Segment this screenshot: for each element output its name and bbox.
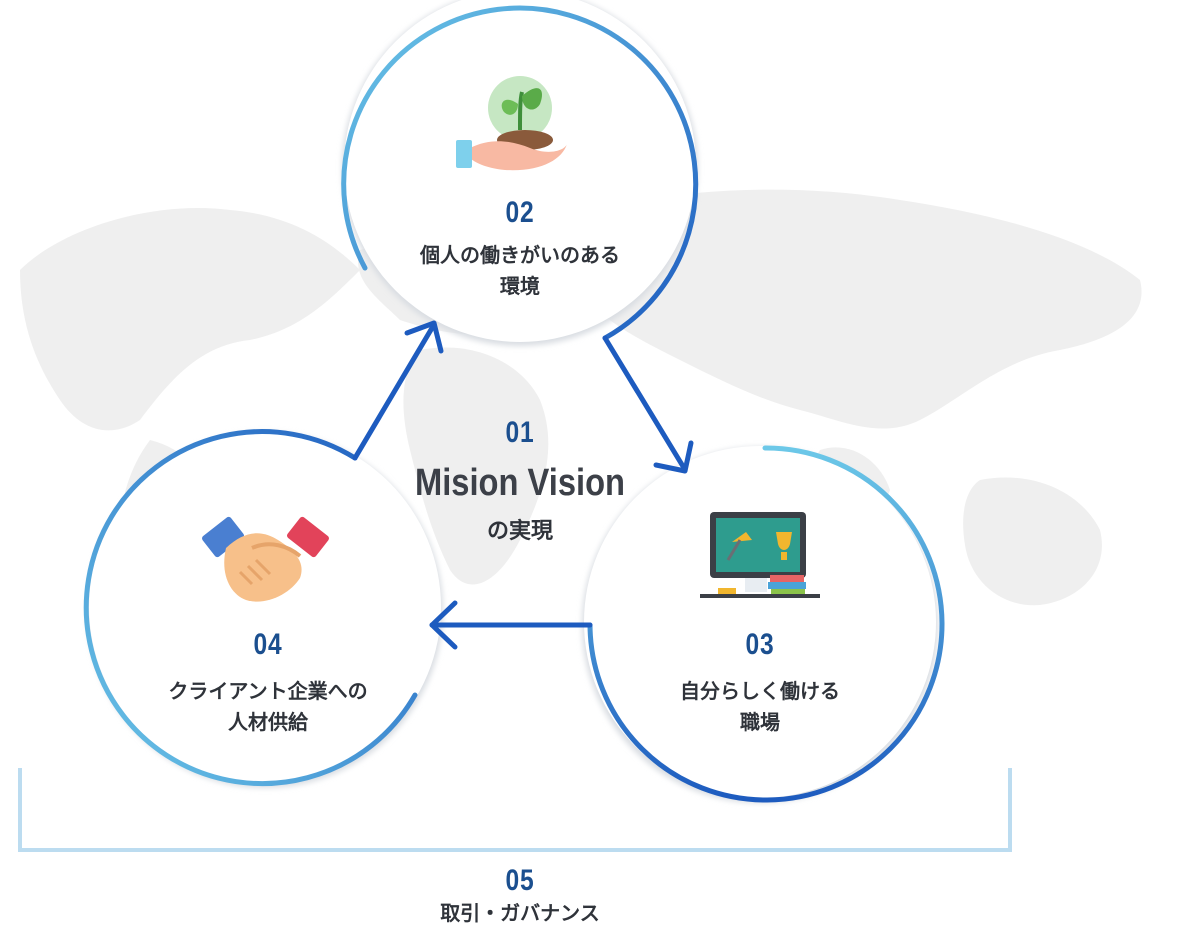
arrow-02-to-03 — [602, 335, 687, 471]
ring-node-04 — [83, 429, 418, 787]
ring-node-02 — [341, 5, 699, 341]
footer-label: 取引・ガバナンス — [440, 901, 600, 925]
node-03-label: 自分らしく働ける 職場 — [610, 676, 910, 738]
node-03-number: 03 — [745, 628, 775, 661]
ring-node-03 — [587, 445, 945, 803]
node-03-line2: 職場 — [740, 710, 780, 734]
handshake-icon — [202, 516, 329, 602]
node-02-label: 個人の働きがいのある 環境 — [370, 240, 670, 302]
node-02-number: 02 — [505, 196, 535, 229]
desk-monitor-icon — [700, 512, 820, 598]
arrowhead-04 — [429, 600, 458, 650]
hand-plant-icon — [456, 76, 567, 171]
arrowhead-02 — [404, 320, 444, 354]
arrowhead-03 — [653, 440, 694, 474]
governance-bracket — [18, 768, 1012, 852]
center-title: Mision Vision — [414, 462, 626, 504]
node-04-line1: クライアント企業への — [168, 679, 368, 703]
node-02-line2: 環境 — [500, 274, 540, 298]
flow-arrows — [352, 320, 694, 650]
circle-node-04-fill — [89, 431, 441, 783]
circle-node-02-fill — [344, 0, 696, 342]
center-number: 01 — [505, 416, 535, 449]
node-04-label: クライアント企業への 人材供給 — [118, 676, 418, 738]
circle-node-03-fill — [584, 446, 936, 798]
arrow-04-to-02 — [352, 325, 435, 461]
footer-number: 05 — [505, 864, 535, 897]
node-03-line1: 自分らしく働ける — [680, 679, 840, 703]
node-04-line2: 人材供給 — [228, 710, 308, 734]
center-subtitle: の実現 — [486, 519, 553, 544]
node-04-number: 04 — [253, 628, 283, 661]
node-02-line1: 個人の働きがいのある — [420, 243, 620, 267]
